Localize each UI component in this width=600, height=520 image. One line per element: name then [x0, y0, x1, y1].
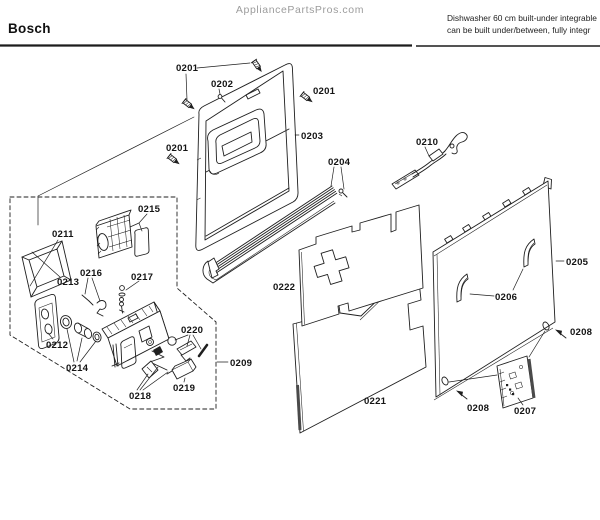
part-callout-0201: 0201 — [166, 143, 189, 154]
door-handle — [207, 108, 267, 175]
part-callout-0204: 0204 — [328, 157, 351, 168]
part-callout-0212: 0212 — [46, 340, 68, 351]
clip-0202 — [217, 88, 226, 103]
part-callout-0215: 0215 — [138, 204, 161, 215]
part-callout-0219: 0219 — [173, 383, 195, 394]
screw-0208-top — [555, 329, 567, 339]
lever-parts-0220 — [167, 334, 209, 362]
vent-assembly-0215 — [95, 209, 150, 259]
mount-hole-bottom — [441, 376, 449, 386]
part-callout-0214: 0214 — [66, 363, 89, 374]
watermark: AppliancePartsPros.com — [236, 4, 364, 16]
brand-logo: Bosch — [8, 21, 51, 36]
header: AppliancePartsPros.com Bosch Dishwasher … — [0, 4, 600, 47]
part-callout-0210: 0210 — [416, 137, 438, 148]
model-description-line2: can be built under/between, fully integr — [447, 25, 591, 35]
part-callout-0203: 0203 — [301, 131, 323, 142]
dispenser-assembly — [101, 301, 170, 369]
part-callout-0220: 0220 — [181, 325, 203, 336]
spring-wire-0218 — [136, 350, 169, 391]
wiring-harness-0210 — [391, 132, 468, 190]
part-callout-0211: 0211 — [52, 229, 74, 240]
part-callout-0201: 0201 — [176, 63, 199, 74]
seal-clip-0204 — [338, 188, 348, 198]
insulation-panel-0222 — [298, 204, 424, 327]
screw-0208-bottom — [456, 390, 468, 400]
leader-0213 — [31, 251, 61, 278]
callout-layer: 0201 0202 0201 0201 0203 0204 0210 0211 0215 0216… — [46, 63, 593, 417]
support-0219 — [166, 358, 197, 383]
inner-door-panel-0203 — [195, 63, 299, 251]
part-callout-0213: 0213 — [57, 277, 79, 288]
fixing-parts-0217 — [118, 280, 140, 314]
part-callout-0201: 0201 — [313, 86, 336, 97]
vent-card — [134, 227, 150, 257]
part-callout-0207: 0207 — [514, 406, 536, 417]
fixing-parts-0216 — [81, 277, 107, 317]
outer-door-panel-0205 — [432, 177, 565, 401]
part-callout-0217: 0217 — [131, 272, 153, 283]
screws-0201 — [166, 58, 316, 168]
mount-hole-top — [542, 321, 550, 331]
window-frame-0211 — [21, 240, 72, 298]
rating-plate-0207 — [448, 330, 546, 409]
seal-end-cap — [207, 257, 220, 279]
detail-box-outline — [9, 196, 217, 410]
part-callout-0209: 0209 — [230, 358, 252, 369]
latch-plate-0212 — [34, 293, 60, 350]
hooks-0206 — [456, 238, 536, 303]
part-callout-0218: 0218 — [129, 391, 152, 402]
part-callout-0222: 0222 — [273, 282, 295, 293]
door-seal-strip-0204 — [202, 166, 348, 284]
part-callout-0216: 0216 — [80, 268, 102, 279]
part-callout-0221: 0221 — [364, 396, 387, 407]
part-callout-0202: 0202 — [211, 79, 233, 90]
part-callout-0206: 0206 — [495, 292, 517, 303]
part-callout-0208: 0208 — [467, 403, 490, 414]
part-callout-0208: 0208 — [570, 327, 593, 338]
part-callout-0205: 0205 — [566, 257, 589, 268]
explode-reference-line — [37, 116, 195, 226]
model-description-line1: Dishwasher 60 cm built-under integrable — [447, 13, 597, 23]
seal-rings-0214 — [59, 315, 102, 363]
